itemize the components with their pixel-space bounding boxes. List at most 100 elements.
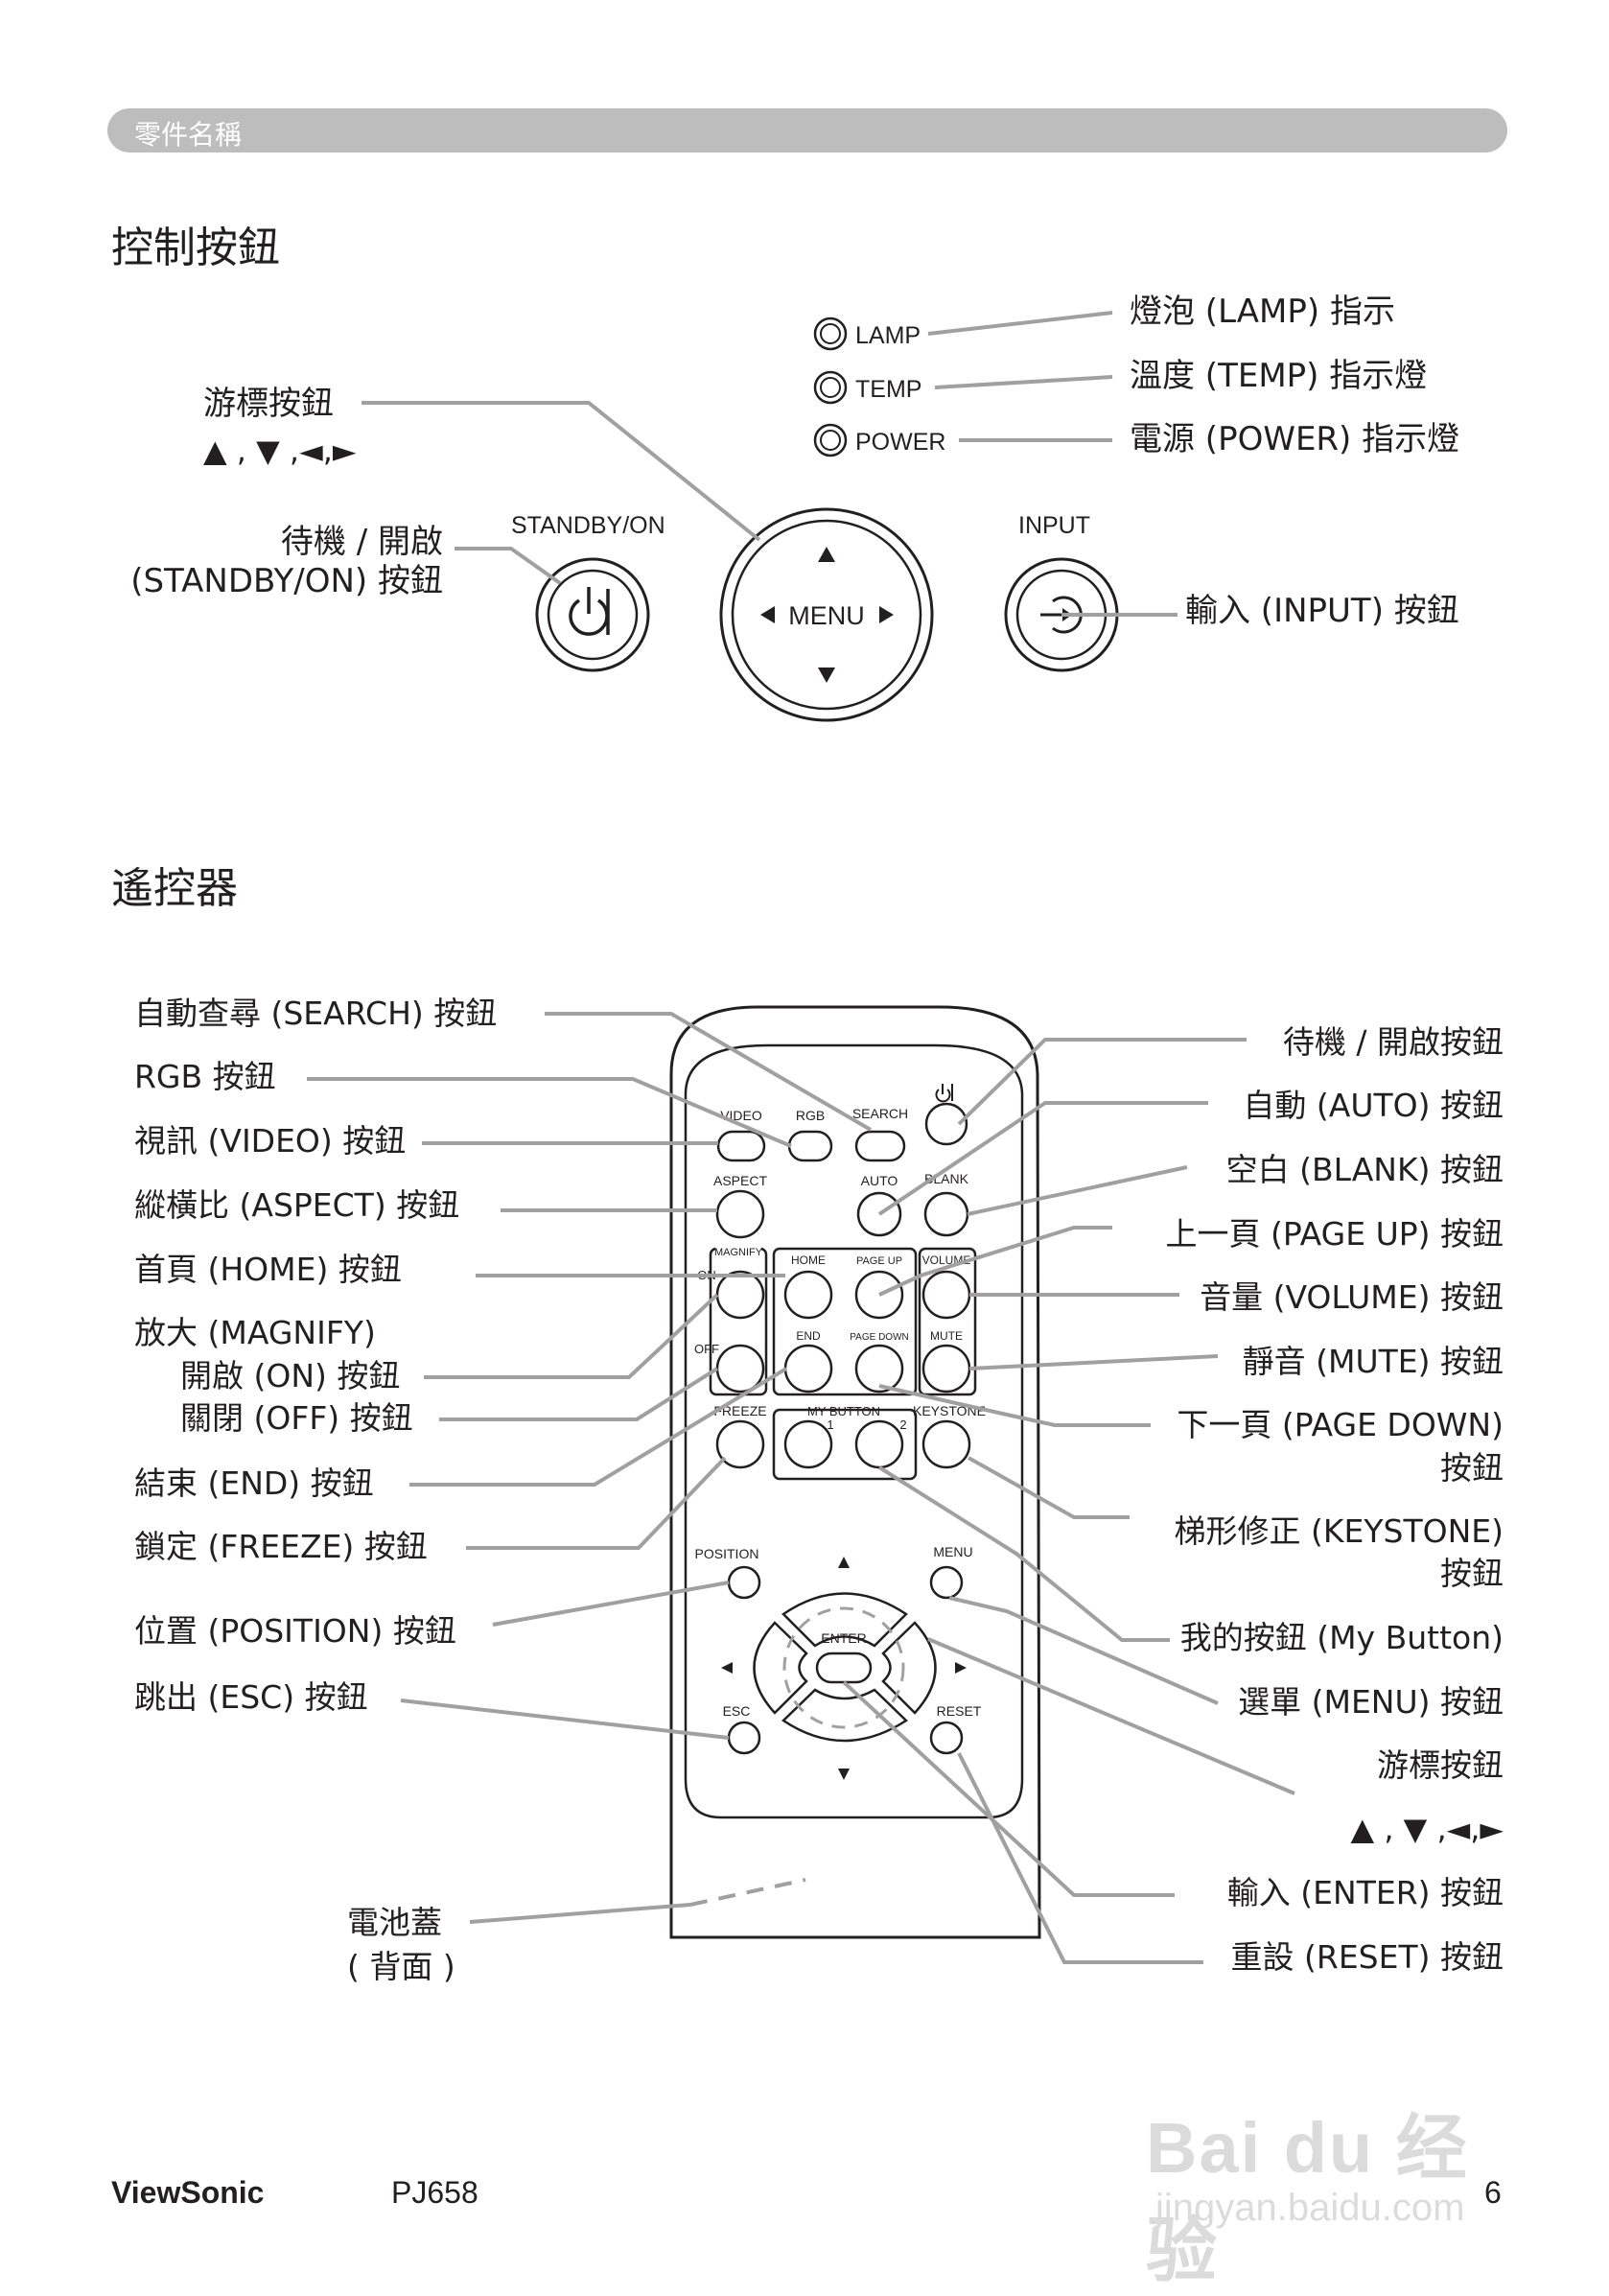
label-magnify-on: 開啟 (ON) 按鈕 (180, 1357, 400, 1394)
my-button-2[interactable] (854, 1419, 904, 1469)
remote-standby-button[interactable] (924, 1102, 968, 1146)
position-button[interactable] (727, 1565, 761, 1600)
control-panel-heading: 控制按鈕 (111, 223, 280, 272)
esc-button[interactable] (727, 1721, 761, 1755)
label-remote-menu: 選單 (MENU) 按鈕 (1238, 1683, 1504, 1721)
label-temp-indicator: 溫度 (TEMP) 指示燈 (1130, 357, 1427, 395)
label-video: 視訊 (VIDEO) 按鈕 (134, 1122, 406, 1160)
auto-button[interactable] (856, 1191, 902, 1237)
footer-model: PJ658 (391, 2175, 478, 2210)
freeze-button[interactable] (715, 1419, 765, 1469)
btn-text-my-button-2: 2 (899, 1417, 906, 1432)
label-remote-cursor: 游標按鈕 (1377, 1746, 1504, 1784)
btn-text-my-button-1: 1 (827, 1417, 833, 1432)
label-search: 自動查尋 (SEARCH) 按鈕 (134, 995, 497, 1032)
label-page-down-line2: 按鈕 (1440, 1449, 1504, 1487)
label-freeze: 鎖定 (FREEZE) 按鈕 (134, 1528, 428, 1565)
panel-text-power: POWER (855, 429, 945, 456)
cursor-down-icon (818, 668, 835, 683)
remote-cursor-pad[interactable] (753, 1592, 937, 1743)
footer-brand: ViewSonic (111, 2175, 265, 2210)
panel-text-standby-on: STANDBY/ON (511, 512, 665, 539)
magnify-group (709, 1247, 768, 1396)
control-panel-callout-lines (361, 311, 1178, 617)
remote-right-icon (955, 1662, 967, 1674)
standby-on-button[interactable] (535, 557, 650, 672)
volume-button[interactable] (921, 1270, 971, 1320)
menu-cursor-pad[interactable] (719, 507, 934, 722)
label-remote-cursor-arrows: ▲ , ▼ ,◄,► (1351, 1811, 1504, 1847)
home-end-group (772, 1247, 918, 1396)
btn-text-mute: MUTE (930, 1329, 963, 1343)
label-magnify: 放大 (MAGNIFY) (134, 1314, 376, 1351)
page-down-button[interactable] (854, 1344, 904, 1394)
watermark: Bai du 经验 jingyan.baidu.com (1146, 2091, 1529, 2290)
label-page-up: 上一頁 (PAGE UP) 按鈕 (1166, 1215, 1504, 1253)
enter-button (815, 1652, 873, 1684)
btn-text-off: OFF (694, 1342, 719, 1356)
blank-button[interactable] (923, 1191, 969, 1237)
section-header-bar: 零件名稱 (107, 108, 1507, 152)
remote-menu-button[interactable] (929, 1565, 964, 1600)
watermark-url: jingyan.baidu.com (1155, 2187, 1465, 2229)
label-end: 結束 (END) 按鈕 (134, 1464, 374, 1502)
label-lamp-indicator: 燈泡 (LAMP) 指示 (1130, 293, 1395, 331)
label-mute: 靜音 (MUTE) 按鈕 (1243, 1343, 1504, 1380)
btn-text-aspect: ASPECT (713, 1173, 767, 1188)
btn-text-esc: ESC (723, 1703, 751, 1719)
my-button-1[interactable] (783, 1419, 833, 1469)
indicator-power (813, 423, 848, 457)
label-battery-line1: 電池蓋 (347, 1904, 442, 1941)
btn-text-menu: MENU (933, 1544, 972, 1559)
btn-text-keystone: KEYSTONE (913, 1403, 986, 1418)
btn-text-page-up: PAGE UP (856, 1255, 902, 1267)
label-cursor-buttons: 游標按鈕 (203, 385, 334, 423)
video-button[interactable] (716, 1130, 766, 1162)
remote-down-icon (838, 1769, 850, 1780)
keystone-button[interactable] (921, 1419, 971, 1469)
reset-button[interactable] (929, 1721, 964, 1755)
mute-button[interactable] (921, 1344, 971, 1394)
label-remote-standby: 待機 / 開啟按鈕 (1283, 1023, 1504, 1061)
end-button[interactable] (783, 1344, 833, 1394)
label-volume: 音量 (VOLUME) 按鈕 (1200, 1278, 1504, 1316)
page-number: 6 (1484, 2175, 1502, 2210)
btn-text-position: POSITION (695, 1546, 759, 1561)
btn-text-my-button: MY BUTTON (807, 1404, 880, 1418)
remote-up-icon (838, 1557, 850, 1568)
btn-text-auto: AUTO (861, 1173, 898, 1188)
cursor-left-icon (760, 606, 775, 623)
aspect-button[interactable] (715, 1189, 765, 1239)
remote-left-icon (721, 1662, 733, 1674)
remote-heading: 遙控器 (111, 864, 238, 913)
volume-mute-group (918, 1247, 977, 1396)
magnify-on-button[interactable] (715, 1270, 765, 1320)
label-standby-line2: (STANDBY/ON) 按鈕 (130, 562, 443, 600)
page-up-button[interactable] (854, 1270, 904, 1320)
label-power-indicator: 電源 (POWER) 指示燈 (1130, 420, 1459, 458)
label-input-button: 輸入 (INPUT) 按鈕 (1185, 592, 1459, 630)
remote-body (669, 1005, 1041, 1939)
panel-text-temp: TEMP (855, 376, 921, 403)
label-cursor-arrows: ▲ , ▼ ,◄,► (203, 433, 357, 469)
rgb-button[interactable] (787, 1130, 833, 1162)
indicator-temp (813, 370, 848, 405)
label-position: 位置 (POSITION) 按鈕 (134, 1612, 456, 1650)
label-home: 首頁 (HOME) 按鈕 (134, 1251, 402, 1288)
label-magnify-off: 關閉 (OFF) 按鈕 (180, 1399, 413, 1437)
remote-power-icon (935, 1084, 953, 1103)
watermark-logo: Bai du 经验 (1146, 2108, 1469, 2290)
remote-callout-lines (307, 1012, 1295, 1964)
home-button[interactable] (783, 1270, 833, 1320)
panel-text-lamp: LAMP (855, 322, 921, 349)
cursor-up-icon (818, 547, 835, 562)
search-button[interactable] (854, 1130, 906, 1162)
btn-text-home: HOME (791, 1253, 826, 1267)
label-rgb: RGB 按鈕 (134, 1058, 276, 1095)
cursor-right-icon (879, 606, 894, 623)
label-enter: 輸入 (ENTER) 按鈕 (1227, 1874, 1504, 1911)
label-auto: 自動 (AUTO) 按鈕 (1243, 1087, 1504, 1124)
panel-text-menu: MENU (788, 601, 865, 630)
label-standby-line1: 待機 / 開啟 (281, 523, 443, 561)
